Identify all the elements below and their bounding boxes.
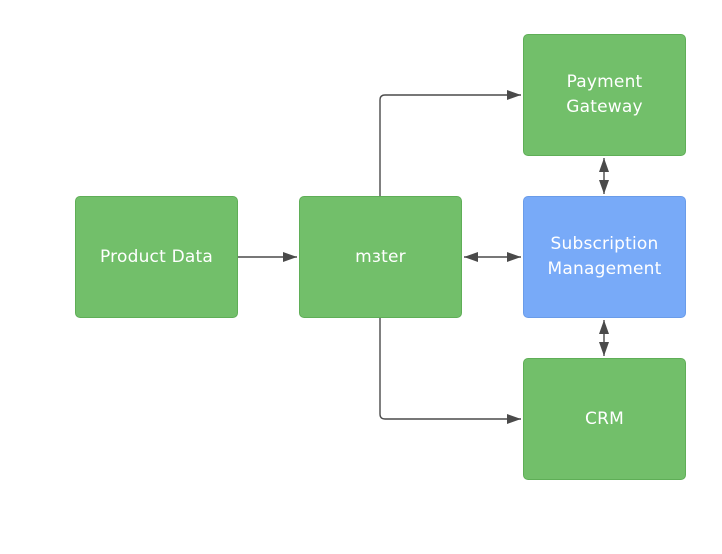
node-m3ter-label: mзter bbox=[355, 246, 406, 267]
node-crm[interactable]: CRM bbox=[523, 358, 686, 480]
node-m3ter[interactable]: mзter bbox=[299, 196, 462, 318]
node-payment-gateway[interactable]: Payment Gateway bbox=[523, 34, 686, 156]
node-subscription-management[interactable]: Subscription Management bbox=[523, 196, 686, 318]
node-payment-gateway-label: Payment Gateway bbox=[566, 72, 643, 117]
edge-m3ter-to-payment-gateway bbox=[379, 90, 521, 196]
node-crm-label: CRM bbox=[585, 408, 624, 429]
edge-m3ter-to-crm bbox=[379, 318, 521, 424]
node-product-data-label: Product Data bbox=[100, 246, 213, 267]
node-product-data[interactable]: Product Data bbox=[75, 196, 238, 318]
node-subscription-management-label: Subscription Management bbox=[547, 234, 662, 279]
